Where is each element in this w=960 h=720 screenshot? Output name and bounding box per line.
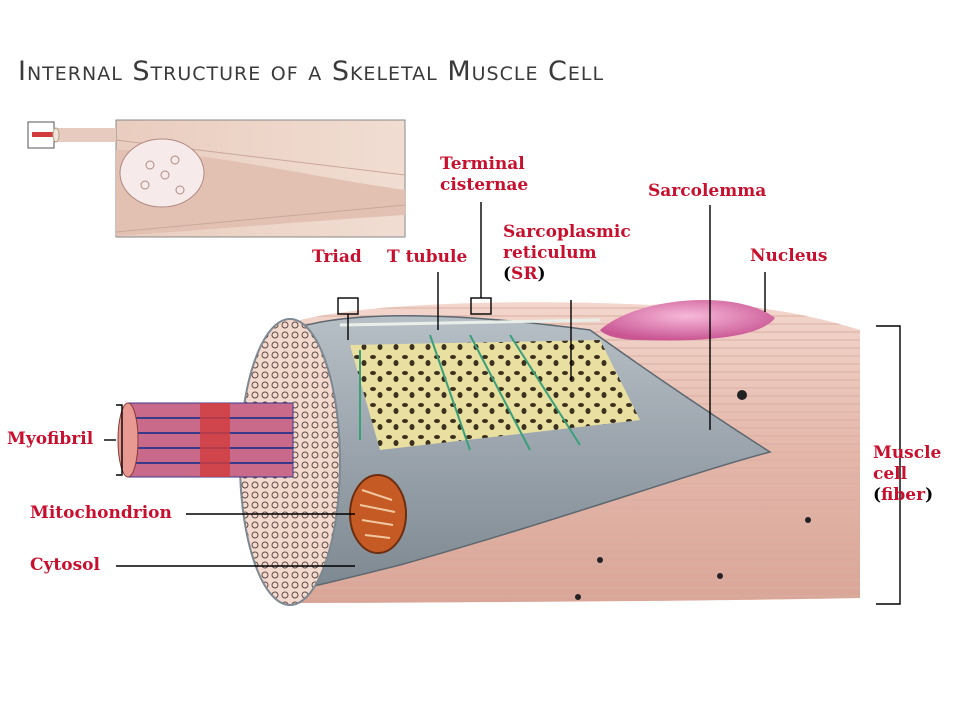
label-muscle-cell-fiber: Muscle cell (fiber) [873,443,942,505]
sarcoplasmic-reticulum [339,318,640,451]
myofibril [117,402,294,478]
label-terminal-cisternae: Terminal cisternae [440,154,529,195]
label-cytosol: Cytosol [30,555,100,575]
label-sarcoplasmic-reticulum: Sarcoplasmic reticulum (SR) [503,222,631,284]
label-sarcolemma: Sarcolemma [648,181,767,201]
mitochondrion [349,474,407,554]
label-mitochondrion: Mitochondrion [30,503,172,523]
inset-whole-muscle [27,119,406,238]
label-myofibril: Myofibril [7,429,94,449]
nucleus [600,299,775,341]
leader-lines [104,202,901,605]
label-t-tubule: T tubule [387,247,468,267]
label-triad: Triad [312,247,362,267]
label-nucleus: Nucleus [750,246,828,266]
page-title: Internal Structure of a Skeletal Muscle … [18,56,605,87]
